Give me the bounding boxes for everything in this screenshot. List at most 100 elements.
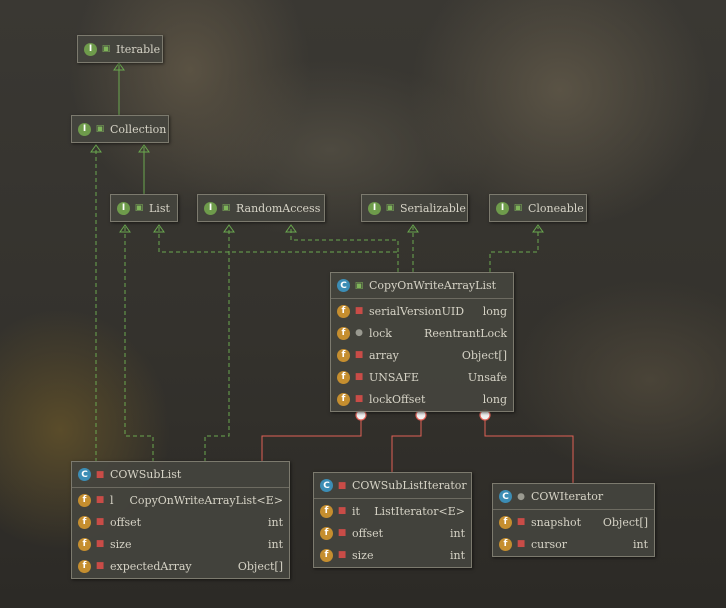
field-row[interactable]: f ■ UNSAFE Unsafe [331,366,513,388]
interface-randomaccess[interactable]: I ▣ RandomAccess [197,194,325,222]
arrow-collection [90,144,102,153]
edge-cowsublist-randomaccess [204,227,230,462]
lock-icon: ■ [95,517,105,527]
lock-icon: ■ [95,561,105,571]
field-icon: f [78,515,91,529]
class-icon: C [320,479,333,492]
lock-icon: ■ [354,350,364,360]
interface-cloneable[interactable]: I ▣ Cloneable [489,194,587,222]
interface-icon: I [117,201,130,215]
public-icon: ▣ [385,203,395,213]
field-type: int [267,537,283,551]
class-header: C ● COWIterator [493,484,654,510]
edge-inner-cowiterator [484,420,574,484]
field-icon: f [499,537,512,551]
field-type: Object[] [461,348,507,362]
package-private-icon: ● [517,491,525,502]
class-name: COWSubList [110,468,182,481]
interface-name: RandomAccess [236,201,321,215]
interface-list[interactable]: I ▣ List [110,194,178,222]
class-name: CopyOnWriteArrayList [369,279,497,292]
field-row[interactable]: f ■ offset int [72,511,289,533]
field-row[interactable]: f ■ lockOffset long [331,388,513,410]
class-icon: C [337,279,350,292]
lock-icon: ■ [337,480,347,491]
class-name: COWSubListIterator [352,479,467,492]
field-name: expectedArray [110,559,192,573]
field-type: long [482,304,507,318]
class-copyonwritearraylist[interactable]: C ▣ CopyOnWriteArrayList f ■ serialVersi… [330,272,514,412]
field-name: serialVersionUID [369,304,465,318]
class-cowsublist[interactable]: C ■ COWSubList f ■ l CopyOnWriteArrayLis… [71,461,290,579]
field-row[interactable]: f ■ array Object[] [331,344,513,366]
interface-icon: I [78,122,91,136]
field-row[interactable]: f ■ l CopyOnWriteArrayList<E> [72,489,289,511]
arrow-serializable [407,224,419,233]
field-row[interactable]: f ■ expectedArray Object[] [72,555,289,577]
field-icon: f [337,392,350,406]
field-name: l [110,493,114,507]
field-type: CopyOnWriteArrayList<E> [129,493,283,507]
class-icon: C [499,490,512,503]
class-name: COWIterator [531,490,604,503]
field-name: it [352,504,360,518]
interface-collection[interactable]: I ▣ Collection [71,115,169,143]
class-cowsublistiterator[interactable]: C ■ COWSubListIterator f ■ it ListIterat… [313,472,472,568]
field-row[interactable]: f ■ cursor int [493,533,654,555]
arrow-list-a [119,224,131,233]
edge-inner-cowsublistiterator [391,420,422,473]
class-header: C ■ COWSubListIterator [314,473,471,499]
field-name: array [369,348,399,362]
lock-icon: ■ [95,495,105,505]
public-icon: ▣ [134,203,144,213]
edge-cowal-randomaccess [290,227,399,252]
interface-name: Cloneable [528,201,584,215]
class-cowiterator[interactable]: C ● COWIterator f ■ snapshot Object[] f … [492,483,655,557]
field-name: size [110,537,132,551]
field-type: int [267,515,283,529]
field-type: int [449,526,465,540]
arrow-randomaccess-a [223,224,235,233]
field-icon: f [320,526,333,540]
interface-iterable[interactable]: I ▣ Iterable [77,35,163,63]
field-type: long [482,392,507,406]
field-type: Object[] [237,559,283,573]
public-icon: ▣ [101,44,111,54]
lock-icon: ■ [354,372,364,382]
field-row[interactable]: f ■ size int [72,533,289,555]
interface-name: Serializable [400,201,466,215]
field-name: lockOffset [369,392,426,406]
field-type: int [449,548,465,562]
field-row[interactable]: f ■ it ListIterator<E> [314,500,471,522]
interface-icon: I [84,42,97,56]
lock-icon: ■ [516,517,526,527]
lock-icon: ■ [337,550,347,560]
field-name: size [352,548,374,562]
arrow-collection-from-list [138,144,150,153]
field-row[interactable]: f ■ size int [314,544,471,566]
class-icon: C [78,468,91,481]
field-icon: f [78,493,91,507]
edge-cowsublist-list [124,227,154,462]
field-name: UNSAFE [369,370,420,384]
field-row[interactable]: f ■ serialVersionUID long [331,300,513,322]
field-name: lock [369,326,392,340]
class-header: C ■ COWSubList [72,462,289,488]
interface-icon: I [368,201,381,215]
public-icon: ▣ [95,124,105,134]
field-row[interactable]: f ■ offset int [314,522,471,544]
field-name: offset [110,515,142,529]
interface-serializable[interactable]: I ▣ Serializable [361,194,468,222]
field-row[interactable]: f ● lock ReentrantLock [331,322,513,344]
field-name: cursor [531,537,568,551]
field-name: snapshot [531,515,582,529]
field-type: Unsafe [467,370,507,384]
interface-icon: I [204,201,217,215]
field-icon: f [320,548,333,562]
lock-icon: ■ [354,394,364,404]
field-row[interactable]: f ■ snapshot Object[] [493,511,654,533]
interface-name: Collection [110,122,167,136]
field-type: ListIterator<E> [374,504,465,518]
lock-icon: ■ [337,528,347,538]
